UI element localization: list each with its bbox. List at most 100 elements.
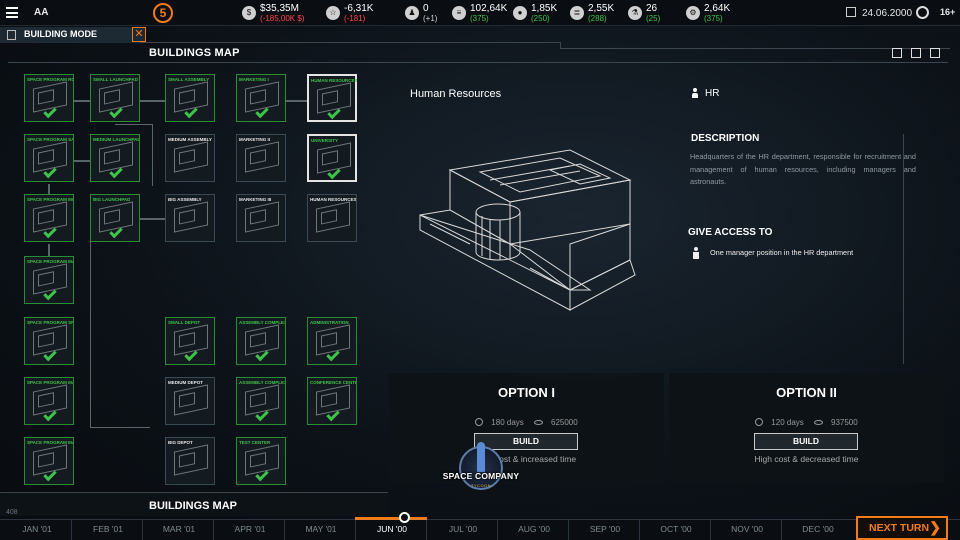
resources-value: 2,55K (588, 3, 615, 14)
zoom-level: 408 (6, 509, 18, 516)
building-tile-name: Assembly Complex (239, 380, 285, 385)
gears-delta: (375) (704, 14, 723, 23)
timeline-month[interactable]: APR '01 (234, 524, 266, 534)
maximize-window-icon[interactable] (930, 48, 940, 58)
gears-stat: ⚙ 2,64K (375) (686, 3, 730, 24)
building-thumbnail (245, 141, 279, 173)
chat-icon: ≡ (452, 6, 466, 20)
timeline-month[interactable]: DEC '00 (802, 524, 834, 534)
option-1-card: OPTION I 180 days 625000 BUILD Low cost … (389, 373, 664, 483)
timeline-divider (710, 519, 711, 540)
building-tile-name: Space Program Space Station (27, 320, 73, 325)
building-tile[interactable]: Medium Depot (165, 377, 215, 425)
option-2-days: 120 days (771, 418, 804, 427)
timeline-month[interactable]: JUL '00 (448, 524, 478, 534)
money-delta: (-185,00K $) (260, 14, 305, 23)
people-stat: ● 1,85K (250) (513, 3, 557, 24)
messages-stat: ≡ 102,64K (375) (452, 3, 507, 24)
building-tile[interactable]: Space Program Mars (24, 437, 74, 485)
option-1-note: Low cost & increased time (476, 454, 577, 464)
chevron-right-icon: ❯ (929, 519, 941, 535)
building-tile[interactable]: Marketing II (236, 134, 286, 182)
building-tile-name: Test Center (239, 440, 271, 445)
timeline-month[interactable]: MAY '01 (305, 524, 337, 534)
building-tile[interactable]: Human Resources (307, 74, 357, 122)
building-tile[interactable]: Marketing I (236, 74, 286, 122)
building-tile[interactable]: University (307, 134, 357, 182)
building-tile[interactable]: Human Resources II (307, 194, 357, 242)
option-2-meta: 120 days 937500 (669, 418, 944, 427)
building-tile[interactable]: Assembly Complex (236, 317, 286, 365)
timeline-divider (71, 519, 72, 540)
building-tile[interactable]: Space Program Moon (24, 194, 74, 242)
messages-delta: (375) (470, 14, 489, 23)
turn-badge[interactable]: 5 (153, 3, 173, 23)
building-mode-bar: BUILDING MODE (0, 27, 146, 43)
building-tile[interactable]: Big Depot (165, 437, 215, 485)
close-building-mode-button[interactable]: ✕ (132, 27, 146, 42)
building-tile[interactable]: Big Assembly (165, 194, 215, 242)
building-tile[interactable]: Space Program Satellite (24, 134, 74, 182)
building-tile[interactable]: Small Launchpad (90, 74, 140, 122)
building-tile-name: Space Program Satellite (27, 137, 73, 142)
speed-button[interactable]: 16+ (940, 7, 956, 17)
timeline-divider (781, 519, 782, 540)
timeline-month[interactable]: SEP '00 (589, 524, 621, 534)
globe-icon[interactable] (916, 6, 929, 19)
building-tile[interactable]: Medium Assembly (165, 134, 215, 182)
staff-stat: ♟ 0 (+1) (405, 3, 437, 24)
building-tile[interactable]: Marketing III (236, 194, 286, 242)
next-turn-button[interactable]: NEXT TURN❯ (856, 516, 948, 540)
company-initials[interactable]: AA (34, 7, 49, 18)
gear-icon: ⚙ (686, 6, 700, 20)
building-tile[interactable]: Space Program Mars (24, 256, 74, 304)
frame-line (8, 62, 948, 63)
timeline-month[interactable]: OCT '00 (660, 524, 692, 534)
building-tile[interactable]: Conference Center (307, 377, 357, 425)
clock-icon (755, 418, 764, 426)
building-tile[interactable]: Small Assembly (165, 74, 215, 122)
tree-connector (139, 218, 165, 220)
building-tile[interactable]: Administration (307, 317, 357, 365)
building-tile-name: Marketing III (239, 197, 272, 202)
reputation-value: -6,31K (344, 3, 374, 14)
logo-subtext: TYCOON (470, 483, 492, 488)
timeline-month[interactable]: JAN '01 (22, 524, 52, 534)
timeline-month[interactable]: JUN '00 (377, 524, 407, 534)
building-tile-name: Space Program Rockets (27, 77, 73, 82)
building-tile[interactable]: Test Center (236, 437, 286, 485)
building-tile-name: Space Program Mars (27, 380, 73, 385)
timeline (0, 519, 960, 540)
clock-icon (475, 418, 484, 426)
building-tile-name: Small Depot (168, 320, 201, 325)
building-tile[interactable]: Space Program Rockets (24, 74, 74, 122)
timeline-month[interactable]: MAR '01 (162, 524, 196, 534)
calendar-icon (846, 7, 856, 17)
frame-line (140, 42, 560, 43)
tree-connector (139, 100, 165, 102)
staff-delta: (+1) (423, 14, 438, 23)
building-tile[interactable]: Space Program Mars (24, 377, 74, 425)
option-2-build-button[interactable]: BUILD (754, 433, 858, 450)
building-tile[interactable]: Assembly Complex (236, 377, 286, 425)
timeline-month[interactable]: FEB '01 (93, 524, 123, 534)
science-value: 26 (646, 3, 658, 14)
option-1-days: 180 days (491, 418, 524, 427)
building-tile[interactable]: Medium Launchpad (90, 134, 140, 182)
timeline-month[interactable]: NOV '00 (731, 524, 763, 534)
detail-divider (903, 134, 904, 364)
menu-icon[interactable] (6, 7, 18, 18)
panel-title: BUILDINGS MAP (149, 47, 240, 59)
timeline-month[interactable]: AUG '00 (518, 524, 550, 534)
money-icon: $ (242, 6, 256, 20)
option-1-build-button[interactable]: BUILD (474, 433, 578, 450)
minimize-window-icon[interactable] (892, 48, 902, 58)
timeline-marker[interactable] (399, 512, 410, 523)
building-tile[interactable]: Big Launchpad (90, 194, 140, 242)
cost-icon (534, 420, 543, 425)
restore-window-icon[interactable] (911, 48, 921, 58)
building-tile[interactable]: Small Depot (165, 317, 215, 365)
access-heading: GIVE ACCESS TO (688, 227, 773, 238)
tree-connector (285, 100, 307, 102)
building-tile[interactable]: Space Program Space Station (24, 317, 74, 365)
